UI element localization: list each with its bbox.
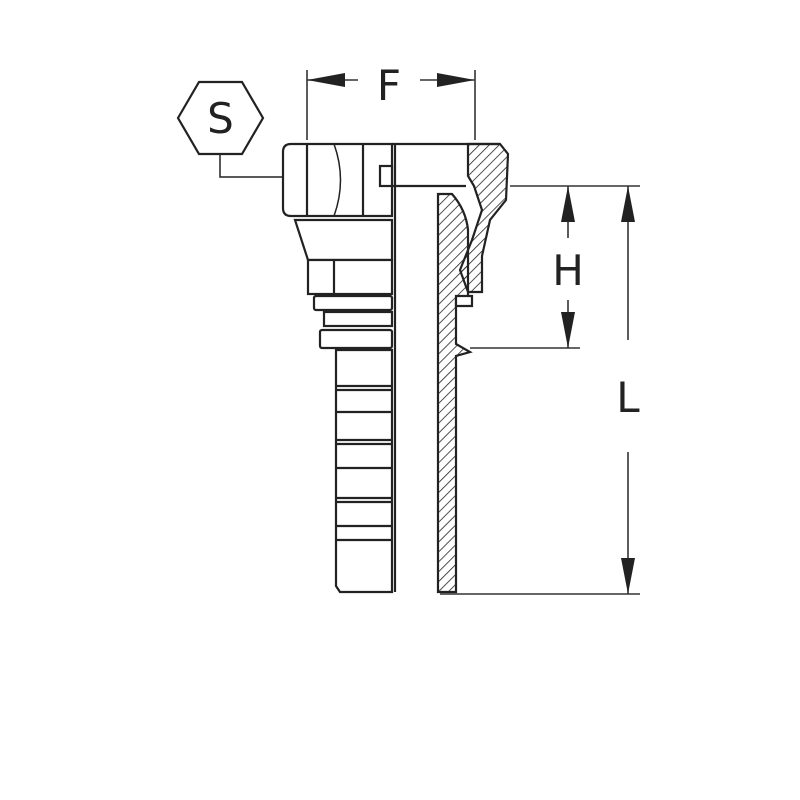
fitting-body — [281, 142, 394, 594]
swivel-nut — [281, 142, 394, 218]
nut-section — [458, 142, 510, 294]
hose-stem — [334, 348, 394, 594]
dimension-l: L — [440, 186, 640, 595]
thread-size-label: F — [377, 61, 401, 110]
section-wall — [436, 192, 473, 594]
fitting-section — [392, 142, 510, 594]
hex-size-symbol — [176, 80, 265, 156]
dimension-f: F — [306, 61, 476, 140]
hex-leader-line — [219, 154, 300, 178]
dimension-h: H — [470, 185, 640, 349]
hex-size-label: S — [207, 94, 234, 143]
overall-length-label: L — [616, 373, 640, 422]
hex-size-callout: S — [176, 80, 304, 181]
nipple-hex — [306, 258, 394, 296]
nut-collar — [293, 218, 394, 262]
nut-depth-label: H — [552, 246, 584, 295]
